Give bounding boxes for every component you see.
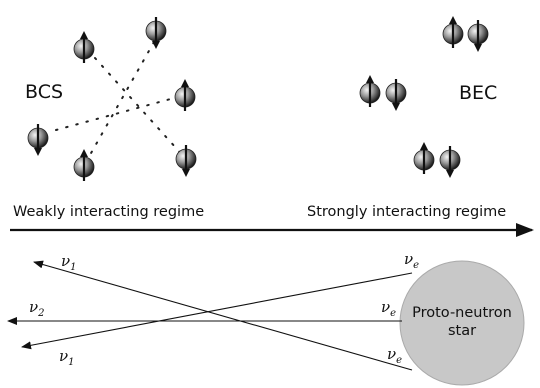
bec-pair-bottom [412, 140, 462, 180]
nue-top-label: νe [404, 250, 420, 271]
ray-bottom-to-upper-left [33, 260, 413, 371]
bcs-spin-6-down [174, 143, 198, 179]
bcs-label: BCS [25, 81, 64, 103]
bcs-spin-3-up [173, 77, 197, 113]
bcs-spin-1-up [72, 29, 96, 65]
nue-middle-label: νe [381, 298, 397, 319]
nu1-top-label: ν1 [61, 252, 77, 273]
ray-top-to-lower-left [21, 272, 413, 350]
bec-pair-top [441, 14, 490, 54]
bec-label: BEC [459, 82, 498, 104]
neutrino-rays [7, 260, 413, 371]
star-label-line2: star [447, 323, 477, 339]
nu2-label: ν2 [29, 298, 45, 319]
bcs-spin-4-down [26, 122, 50, 158]
weak-regime-label: Weakly interacting regime [13, 204, 205, 220]
bcs-pair-links [55, 41, 186, 163]
bcs-spin-2-down [144, 15, 168, 51]
strong-regime-label: Strongly interacting regime [307, 204, 507, 220]
star-label-line1: Proto-neutron [412, 305, 512, 321]
proto-neutron-star [399, 260, 525, 386]
star-label: Proto-neutron star [408, 304, 516, 340]
bec-pair-middle [358, 73, 408, 113]
nue-bottom-label: νe [387, 345, 403, 366]
nu1-bottom-label: ν1 [59, 347, 75, 368]
